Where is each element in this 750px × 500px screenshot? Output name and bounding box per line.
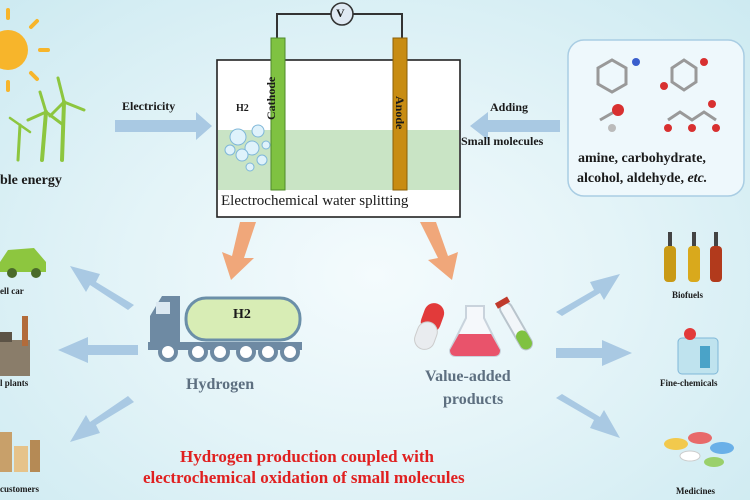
adding-label: Adding [490,100,529,114]
biofuels-bottles-icon [664,232,722,282]
arrow-to-power-plants [58,337,138,363]
use-customers: customers [0,484,39,494]
hydrogen-title: Hydrogen [186,376,255,393]
use-fine-chemicals: Fine-chemicals [660,378,718,388]
products-title-line1: Value-added [425,368,511,385]
electricity-label: Electricity [122,99,176,113]
footer-line2: electrochemical oxidation of small molec… [143,468,465,487]
cathode-label: Cathode [264,76,278,120]
tank-h2-label: H2 [233,307,251,322]
anode-label: Anode [393,96,407,130]
molecules-panel [567,39,745,197]
medicines-pills-icon [664,432,734,467]
voltmeter-icon [330,2,354,26]
molecules-list-line1: amine, carbohydrate, [578,151,706,166]
arrow-to-medicines [556,394,620,438]
fine-chemicals-icon [677,328,719,375]
arrow-to-products [420,222,458,280]
customers-city-icon [0,432,40,472]
cathode-electrode [270,37,286,191]
use-biofuels: Biofuels [672,290,704,300]
circuit-wire [276,13,403,38]
lab-products-icon [414,296,533,357]
electrolyte [218,130,459,190]
arrow-to-fuel-car [70,266,134,310]
hydrogen-truck-icon [148,296,302,362]
arrow-to-hydrogen [222,222,256,280]
small-molecules-label: Small molecules [461,134,544,148]
molecule-icons [596,58,720,132]
fuel-car-icon [0,248,46,278]
anode-electrode [392,37,408,191]
molecules-etc: etc. [687,171,708,186]
footer-line1: Hydrogen production coupled with [180,447,434,466]
arrow-to-customers [70,396,134,442]
adding-molecules-arrow [470,112,560,140]
molecules-list-line2: alcohol, aldehyde, etc. [577,171,708,186]
power-plant-icon [0,316,30,376]
wind-turbine-icon [8,76,86,162]
h2-bubbles-label: H2 [236,103,249,114]
use-fuel-car: ell car [0,286,24,296]
voltmeter-label: V [336,6,345,20]
arrow-to-fine-chemicals [556,340,632,366]
electricity-arrow [115,112,212,140]
use-medicines: Medicines [676,486,715,496]
cell-caption: Electrochemical water splitting [221,193,409,209]
renewable-energy-label: ble energy [0,173,62,188]
arrow-to-biofuels [556,274,620,316]
sun-icon [0,8,50,92]
products-title-line2: products [443,391,504,408]
hydrogen-bubbles-icon [224,124,271,172]
use-power-plants: l plants [0,378,29,388]
